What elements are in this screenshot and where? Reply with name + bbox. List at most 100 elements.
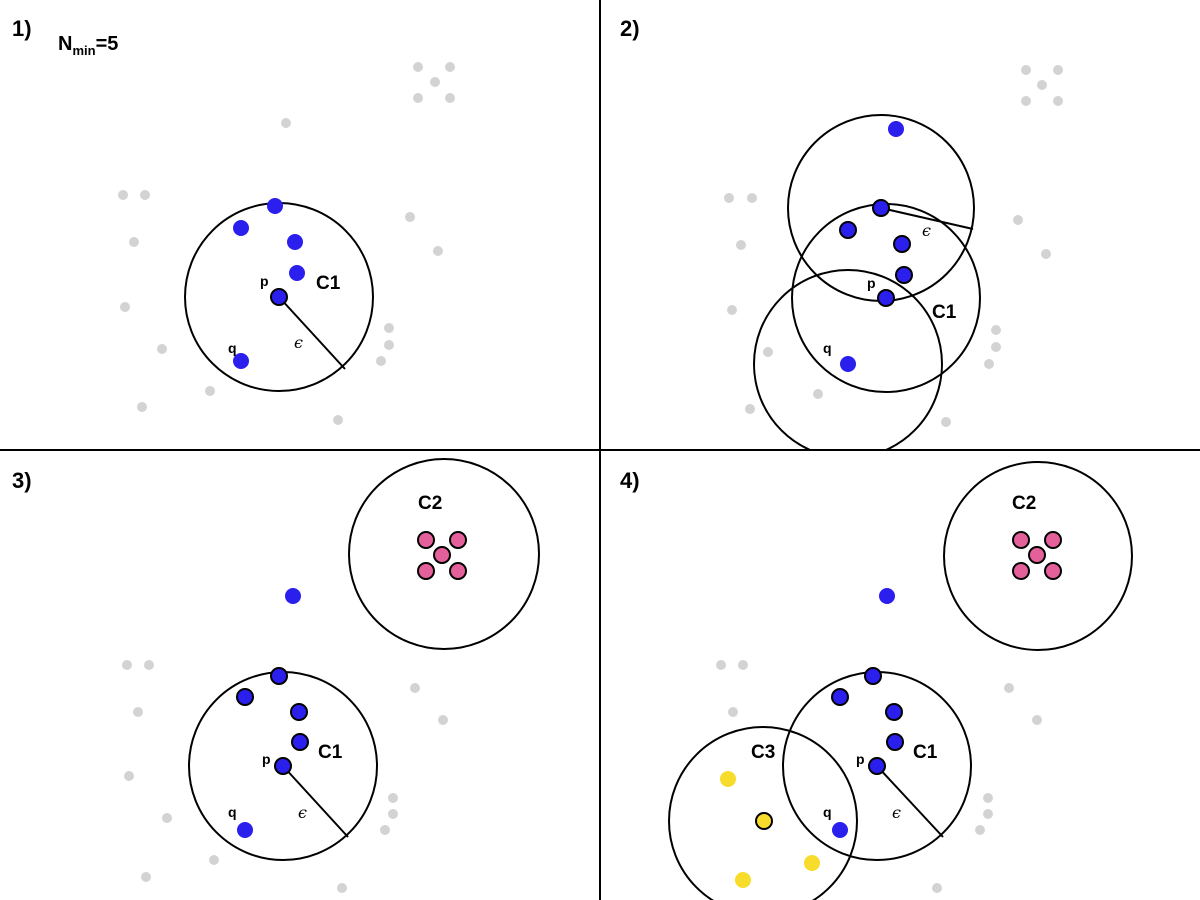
core-point — [290, 703, 308, 721]
panel-1: 1) Nmin=5 ϵ C1 — [12, 16, 455, 425]
panel-1-label: 1) — [12, 16, 32, 41]
noise-point — [433, 246, 443, 256]
noise-point — [144, 660, 154, 670]
noise-point — [333, 415, 343, 425]
noise-point — [410, 683, 420, 693]
epsilon-circle-lower — [753, 269, 943, 449]
noise-points — [122, 660, 448, 893]
noise-point — [122, 660, 132, 670]
epsilon-symbol: ϵ — [294, 333, 303, 352]
epsilon-circle-c2 — [348, 458, 540, 650]
noise-point — [1021, 65, 1031, 75]
noise-point — [388, 809, 398, 819]
noise-point — [124, 771, 134, 781]
point-p — [868, 757, 886, 775]
core-point — [864, 667, 882, 685]
noise-point — [738, 660, 748, 670]
cluster-c3-points — [720, 771, 820, 888]
epsilon-radius-line — [876, 765, 944, 838]
point-p — [270, 288, 288, 306]
noise-point — [747, 193, 757, 203]
noise-point — [724, 193, 734, 203]
cluster-c2-points — [1012, 531, 1062, 580]
cluster-c2-point — [433, 546, 451, 564]
cluster-c3-core-point — [755, 812, 773, 830]
noise-point — [157, 344, 167, 354]
core-point — [270, 667, 288, 685]
panel-3: 3) C2 ϵ C1 — [12, 458, 540, 893]
cluster-c2-point — [417, 531, 435, 549]
core-point — [872, 199, 890, 217]
cluster-c3-point — [804, 855, 820, 871]
panel-4: 4) C2 ϵ C1 C3 — [620, 461, 1133, 900]
noise-point — [120, 302, 130, 312]
noise-point — [376, 356, 386, 366]
cluster-c1-label: C1 — [316, 273, 341, 294]
core-point — [895, 266, 913, 284]
noise-point — [129, 237, 139, 247]
neighbor-point — [233, 220, 249, 236]
noise-point — [1032, 715, 1042, 725]
core-point — [839, 221, 857, 239]
noise-point — [384, 340, 394, 350]
point-p — [877, 289, 895, 307]
noise-point — [140, 190, 150, 200]
noise-points — [724, 65, 1063, 427]
core-point — [886, 733, 904, 751]
cluster-c2-point — [1028, 546, 1046, 564]
core-point — [893, 235, 911, 253]
epsilon-symbol: ϵ — [892, 803, 901, 822]
noise-point — [727, 305, 737, 315]
cluster-c2-point — [1012, 562, 1030, 580]
core-point — [885, 703, 903, 721]
min-points-label: Nmin=5 — [58, 33, 118, 58]
point-q-label: q — [228, 340, 237, 356]
panel-2: 2) ϵ C1 — [620, 16, 1063, 449]
core-point — [291, 733, 309, 751]
noise-points — [118, 62, 455, 425]
point-q-label: q — [823, 340, 832, 356]
noise-point — [991, 342, 1001, 352]
noise-point — [763, 347, 773, 357]
cluster-c2-point — [1012, 531, 1030, 549]
min-points-n: N — [58, 33, 72, 55]
point-p-label: p — [260, 273, 269, 289]
epsilon-radius-line — [282, 765, 349, 838]
noise-point — [736, 240, 746, 250]
epsilon-symbol: ϵ — [922, 221, 931, 240]
point-q — [237, 822, 253, 838]
epsilon-symbol: ϵ — [298, 803, 307, 822]
core-point — [831, 688, 849, 706]
cluster-c3-point — [720, 771, 736, 787]
cluster-c1-label: C1 — [318, 742, 343, 763]
noise-point — [932, 883, 942, 893]
noise-point — [430, 77, 440, 87]
point-q-label: q — [823, 804, 832, 820]
noise-points — [716, 660, 1042, 893]
noise-point — [133, 707, 143, 717]
epsilon-circle-c3 — [668, 726, 858, 900]
cluster-c2-point — [1044, 531, 1062, 549]
epsilon-circle-c2 — [943, 461, 1133, 651]
noise-point — [1053, 96, 1063, 106]
cluster-c1-points — [233, 198, 305, 369]
cluster-c2-point — [449, 562, 467, 580]
cluster-c1-label: C1 — [913, 742, 938, 763]
cluster-c3-label: C3 — [751, 742, 775, 763]
panel-3-label: 3) — [12, 468, 32, 493]
noise-point — [438, 715, 448, 725]
neighbor-point — [289, 265, 305, 281]
point-q — [840, 356, 856, 372]
noise-point — [380, 825, 390, 835]
reachable-point — [285, 588, 301, 604]
epsilon-radius-line — [278, 296, 346, 370]
noise-point — [728, 707, 738, 717]
noise-point — [209, 855, 219, 865]
point-p-label: p — [262, 751, 271, 767]
noise-point — [716, 660, 726, 670]
noise-point — [975, 825, 985, 835]
point-q-label: q — [228, 804, 237, 820]
core-point — [236, 688, 254, 706]
point-p-label: p — [867, 275, 876, 291]
